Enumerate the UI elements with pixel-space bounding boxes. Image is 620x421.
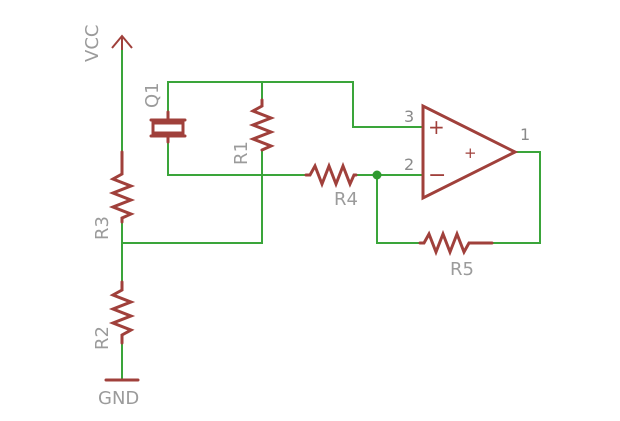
vcc-label: VCC: [82, 25, 103, 62]
resistor-r3: R3: [92, 150, 136, 240]
wire-feedback-left: [376, 174, 421, 244]
resistor-r2: R2: [92, 280, 136, 350]
wire-r1-to-divider: [121, 149, 263, 244]
resistor-r5: R5: [418, 229, 494, 280]
opamp-pin-2: 2: [404, 155, 414, 174]
junction-dot: [372, 170, 382, 180]
opamp-triangle: [421, 103, 519, 201]
wire-top-loop: [167, 81, 423, 128]
r2-label: R2: [92, 326, 113, 350]
wires: [121, 49, 541, 381]
gnd-label: GND: [98, 388, 139, 409]
q1-label: Q1: [142, 82, 163, 108]
crystal-q1: Q1: [142, 82, 187, 144]
opamp-plus-sign: +: [428, 115, 445, 139]
opamp-center-sign: +: [464, 144, 477, 162]
vcc-symbol: VCC: [82, 25, 133, 62]
opamp-pin-3: 3: [404, 107, 414, 126]
r4-label: R4: [334, 189, 358, 210]
wire-crystal-bottom: [167, 141, 307, 176]
r1-label: R1: [231, 141, 252, 165]
wire-feedback-right: [491, 151, 541, 244]
opamp-pin-1: 1: [520, 125, 530, 144]
r5-label: R5: [450, 259, 474, 280]
resistor-r4: R4: [304, 161, 358, 210]
opamp: 3 2 1 + − +: [404, 103, 530, 201]
r3-label: R3: [92, 216, 113, 240]
opamp-minus-sign: −: [428, 163, 446, 188]
gnd-symbol: GND: [98, 378, 140, 409]
resistor-r1: R1: [231, 98, 276, 165]
